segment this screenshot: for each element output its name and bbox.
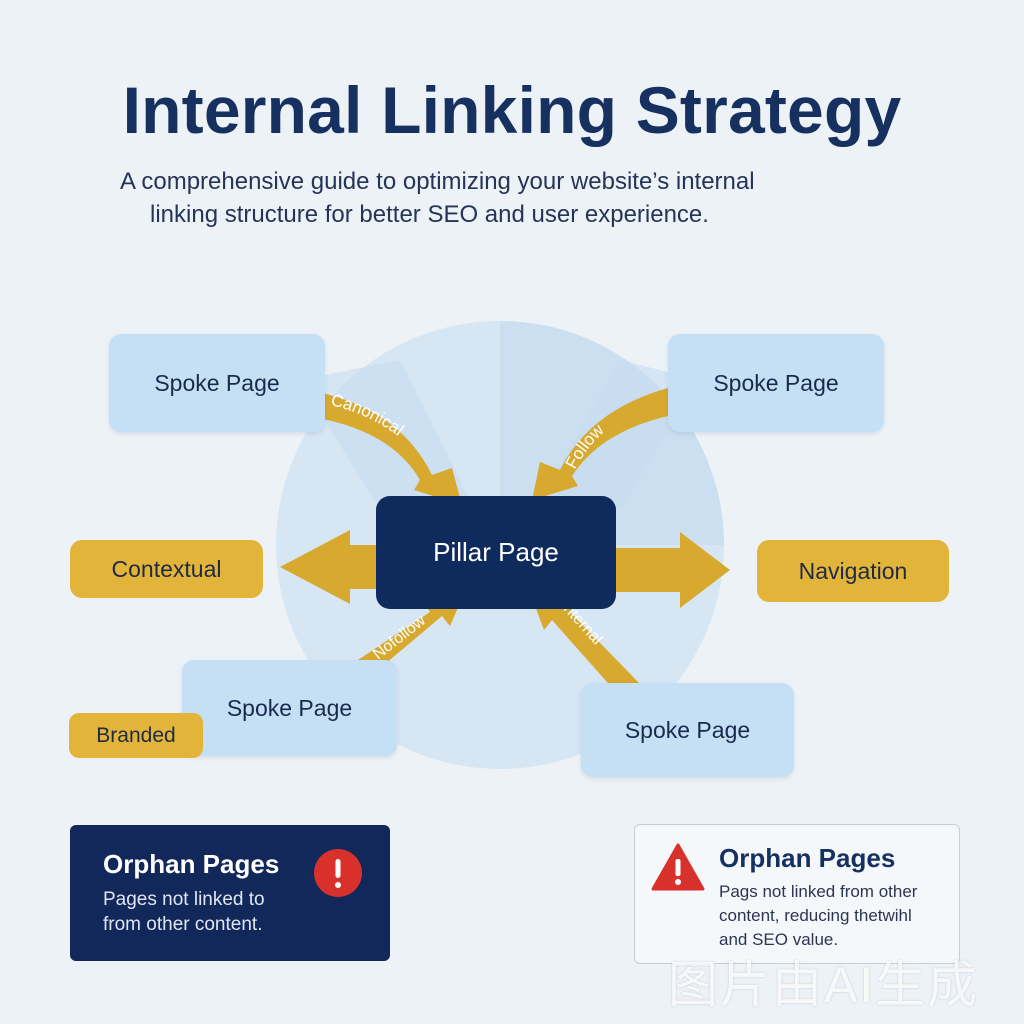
subtitle-line-2: linking structure for better SEO and use… xyxy=(150,201,709,228)
orphan-pages-card-dark: Orphan Pages Pages not linked to from ot… xyxy=(70,825,390,961)
card-title: Orphan Pages xyxy=(719,843,896,873)
card-body-line-3: and SEO value. xyxy=(719,930,839,949)
card-body: Pages not linked to from other content. xyxy=(103,887,265,937)
warning-triangle-icon xyxy=(651,843,705,891)
spoke-page-top-left[interactable]: Spoke Page xyxy=(109,334,325,432)
ai-generated-watermark: 图片由AI生成 xyxy=(668,957,980,1013)
link-type-branded[interactable]: Branded xyxy=(69,713,203,758)
card-body-line-2: content, reducing thetwihl xyxy=(719,906,912,925)
arrow-contextual xyxy=(280,530,380,604)
orphan-pages-card-light: Orphan Pages Pags not linked from other … xyxy=(634,824,960,964)
arrow-follow xyxy=(532,388,668,500)
link-type-contextual[interactable]: Contextual xyxy=(70,540,263,598)
arrow-canonical xyxy=(318,392,462,505)
card-title: Orphan Pages xyxy=(103,849,280,879)
arrow-navigation xyxy=(616,532,730,608)
page-title: Internal Linking Strategy xyxy=(122,73,902,147)
subtitle-line-1: A comprehensive guide to optimizing your… xyxy=(120,168,755,195)
card-body-line-1: Pages not linked to xyxy=(103,889,265,910)
page-subtitle: A comprehensive guide to optimizing your… xyxy=(120,165,900,231)
spoke-page-top-right[interactable]: Spoke Page xyxy=(668,334,884,432)
exclamation-circle-icon xyxy=(314,849,362,897)
card-body-line-2: from other content. xyxy=(103,914,263,935)
spoke-page-bottom-left[interactable]: Spoke Page xyxy=(182,660,397,756)
arrow-internal xyxy=(526,582,640,690)
card-body-line-1: Pags not linked from other xyxy=(719,882,918,901)
link-type-navigation[interactable]: Navigation xyxy=(757,540,949,602)
spoke-page-bottom-right[interactable]: Spoke Page xyxy=(581,683,794,777)
card-body: Pags not linked from other content, redu… xyxy=(719,880,917,952)
pillar-page[interactable]: Pillar Page xyxy=(376,496,616,609)
